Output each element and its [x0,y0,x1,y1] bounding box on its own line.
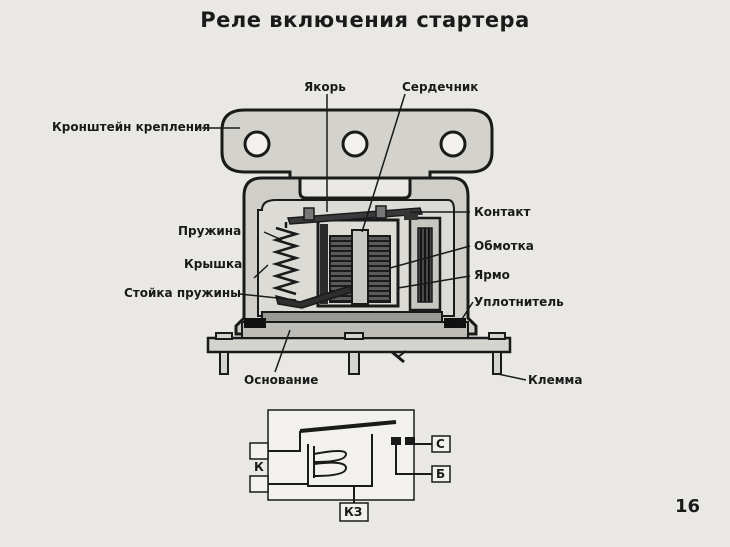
schematic [249,409,451,522]
core [351,229,369,305]
page-number: 16 [674,496,700,517]
seal-left [244,318,266,328]
label-core: Сердечник [402,80,479,94]
spring-post [274,285,353,309]
label-armature: Якорь [304,80,346,94]
bracket-hole-right [439,130,467,158]
terminal-k2 [249,475,269,493]
label-spring-post: Стойка пружины [124,286,242,300]
label-cover: Крышка [184,257,243,271]
armature [286,205,424,225]
label-base: Основание [244,373,319,387]
terminals [215,332,506,375]
seal-right [444,318,466,328]
diagram-title: Реле включения стартера [200,8,530,32]
bracket-hole-left [243,130,271,158]
schematic-label-c: С [436,437,445,451]
label-seal: Уплотнитель [474,295,564,309]
contact-block [404,212,442,312]
leader-lines [202,93,527,381]
label-yoke: Ярмо [474,268,510,282]
schematic-label-kz: КЗ [344,505,363,519]
label-terminal: Клемма [528,373,583,387]
terminal-k [249,442,269,460]
schematic-label-k: К [254,460,264,474]
yoke [316,218,400,308]
bracket-hole-center [341,130,369,158]
label-spring: Пружина [178,224,242,238]
mounting-bracket [220,108,494,180]
label-contact: Контакт [474,205,531,219]
winding [329,229,391,305]
schematic-label-b: Б [436,467,446,481]
label-bracket: Кронштейн крепления [52,120,211,134]
label-winding: Обмотка [474,239,534,253]
